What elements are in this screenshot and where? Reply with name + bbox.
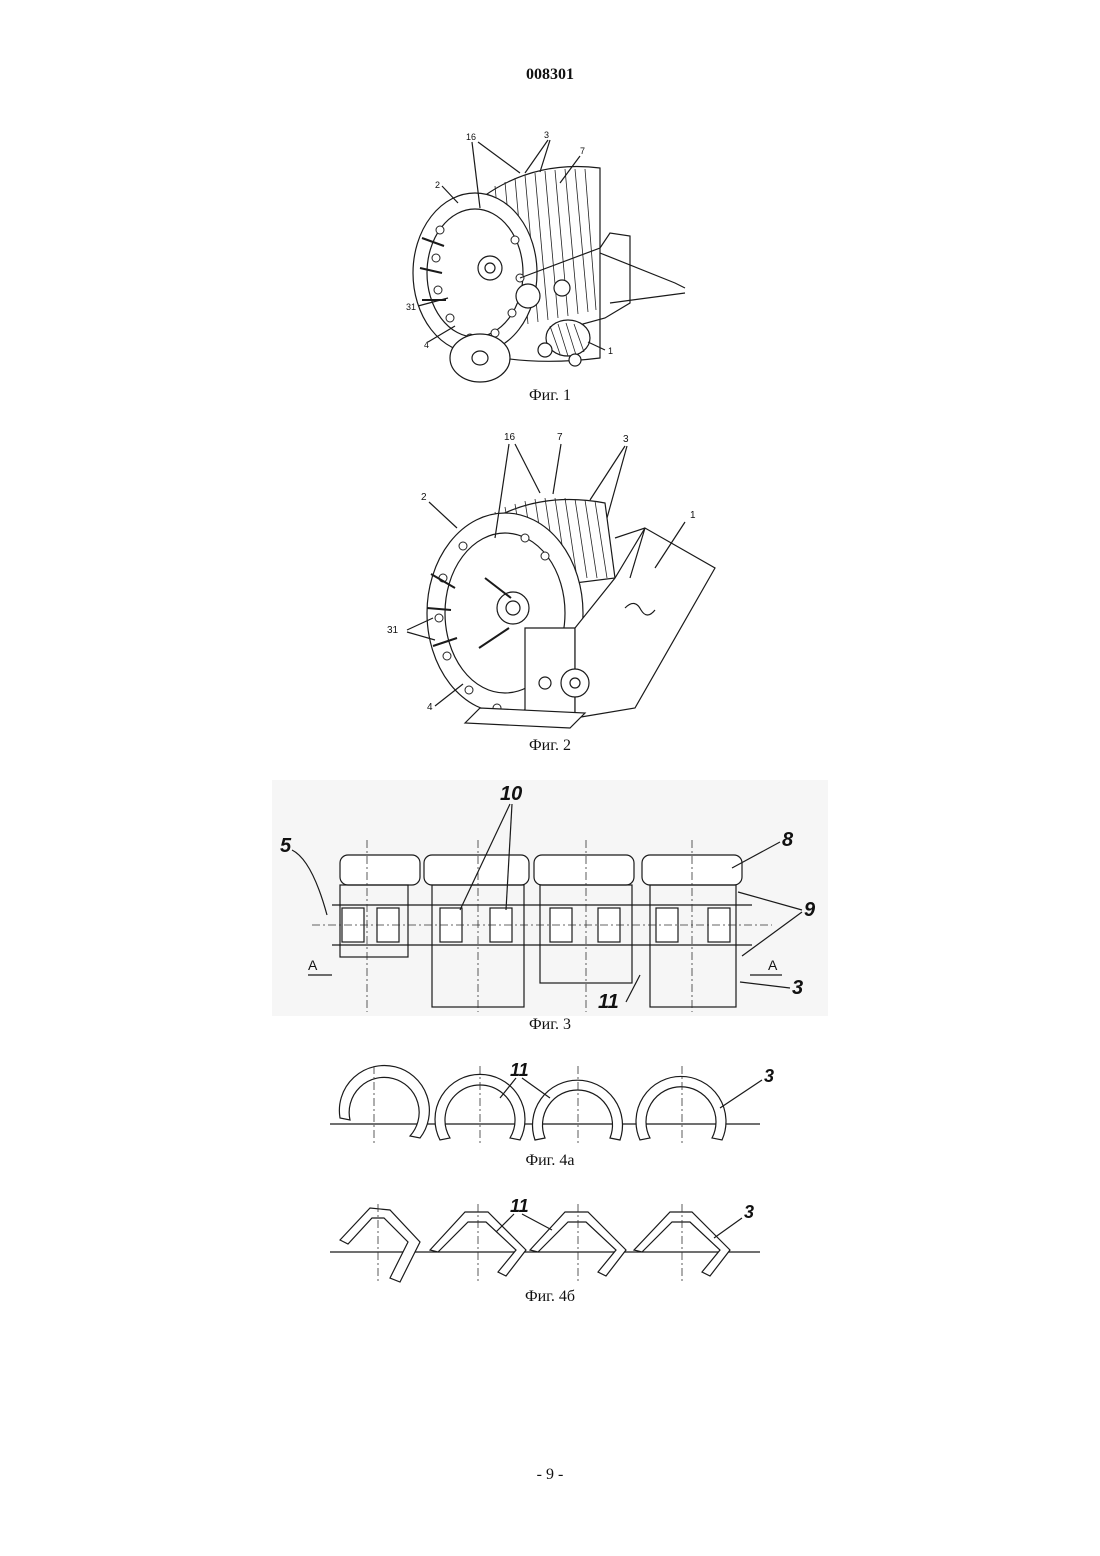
fig2-label-2: 2 — [421, 492, 427, 503]
fig3-label-5: 5 — [280, 835, 292, 857]
fig1-label-3: 3 — [544, 130, 549, 140]
figure-4b-caption: Фиг. 4б — [450, 1288, 650, 1306]
fig2-label-31: 31 — [387, 625, 399, 636]
fig2-label-4: 4 — [427, 702, 433, 713]
fig1-label-31: 31 — [406, 302, 416, 312]
figure-4a-caption: Фиг. 4а — [450, 1152, 650, 1170]
fig1-label-16: 16 — [466, 132, 476, 142]
fig3-label-a-right: A — [768, 957, 778, 973]
fig1-label-1: 1 — [608, 346, 613, 356]
page-number: - 9 - — [0, 1466, 1100, 1484]
fig2-label-16: 16 — [504, 432, 516, 443]
figure-2-drawing: 16 7 3 2 1 31 4 — [385, 428, 725, 734]
figure-4b-drawing: 11 3 — [330, 1196, 760, 1288]
fig1-label-7: 7 — [580, 146, 585, 156]
fig2-label-3: 3 — [623, 434, 629, 445]
fig3-label-a-left: A — [308, 957, 318, 973]
figure-1-caption: Фиг. 1 — [450, 387, 650, 405]
figure-1-drawing: 16 3 7 2 31 4 1 — [400, 128, 700, 390]
fig4a-label-11: 11 — [510, 1060, 529, 1080]
figure-4a-drawing: 11 3 — [330, 1058, 760, 1150]
fig4b-label-11: 11 — [510, 1196, 529, 1216]
fig2-label-1: 1 — [690, 510, 696, 521]
figure-3-caption: Фиг. 3 — [450, 1016, 650, 1034]
figure-3-drawing: 10 5 8 9 A A 3 11 — [272, 780, 828, 1016]
fig3-label-10: 10 — [500, 783, 522, 805]
fig1-label-2: 2 — [435, 180, 440, 190]
fig3-label-3: 3 — [792, 977, 803, 999]
fig4a-label-3: 3 — [764, 1066, 774, 1086]
document-number: 008301 — [0, 66, 1100, 84]
fig4b-label-3: 3 — [744, 1202, 754, 1222]
fig2-label-7: 7 — [557, 432, 563, 443]
fig3-label-11: 11 — [598, 991, 619, 1013]
fig3-label-9: 9 — [804, 899, 816, 921]
figure-2-caption: Фиг. 2 — [450, 737, 650, 755]
fig3-label-8: 8 — [782, 829, 794, 851]
